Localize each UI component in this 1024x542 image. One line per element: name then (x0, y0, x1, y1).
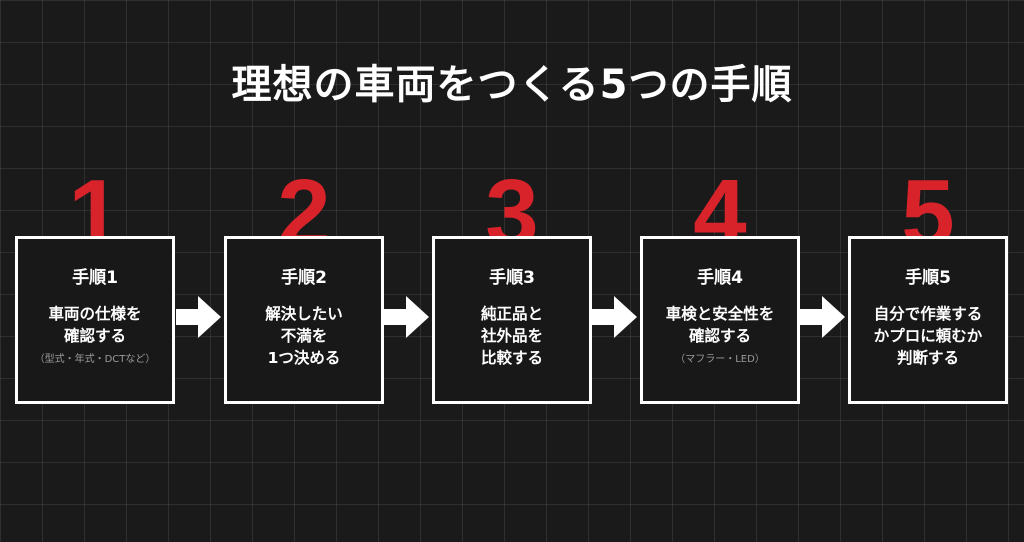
step-description: 車検と安全性を 確認する (643, 303, 797, 347)
step-description-line: 純正品と (480, 305, 543, 323)
step-description: 自分で作業する かプロに頼むか 判断する (851, 303, 1005, 369)
right-arrow-icon (176, 296, 221, 338)
step-box: 手順2 解決したい 不満を 1つ決める (224, 236, 384, 404)
right-arrow-icon (800, 296, 845, 338)
step-description-line: 確認する (63, 327, 126, 345)
step-note: （型式・年式・DCTなど） (34, 354, 156, 365)
step-label: 手順2 (281, 268, 327, 288)
step-description-line: かプロに頼むか (873, 327, 983, 345)
step-description-line: 比較する (480, 349, 543, 367)
step-label: 手順5 (905, 268, 951, 288)
step-description: 車両の仕様を 確認する (18, 303, 172, 347)
step-description-line: 社外品を (480, 327, 543, 345)
step-box: 手順4 車検と安全性を 確認する （マフラー・LED） (640, 236, 800, 404)
step-description: 純正品と 社外品を 比較する (435, 303, 589, 369)
step-description: 解決したい 不満を 1つ決める (227, 303, 381, 369)
step-description-line: 車両の仕様を (48, 305, 142, 323)
step-description-line: 不満を (280, 327, 328, 345)
step-description-line: 判断する (896, 349, 959, 367)
step-description-line: 自分で作業する (873, 305, 983, 323)
step-note: （マフラー・LED） (675, 354, 765, 365)
step-description-line: 1つ決める (267, 349, 341, 367)
step-description-line: 解決したい (265, 305, 343, 323)
step-label: 手順3 (489, 268, 535, 288)
diagram-title: 理想の車両をつくる5つの手順 (231, 62, 793, 108)
step-description-line: 車検と安全性を (665, 305, 775, 323)
step-description-line: 確認する (688, 327, 751, 345)
step-label: 手順1 (72, 268, 118, 288)
step-box: 手順3 純正品と 社外品を 比較する (432, 236, 592, 404)
step-label: 手順4 (697, 268, 743, 288)
step-box: 手順1 車両の仕様を 確認する （型式・年式・DCTなど） (15, 236, 175, 404)
step-box: 手順5 自分で作業する かプロに頼むか 判断する (848, 236, 1008, 404)
right-arrow-icon (384, 296, 429, 338)
right-arrow-icon (592, 296, 637, 338)
